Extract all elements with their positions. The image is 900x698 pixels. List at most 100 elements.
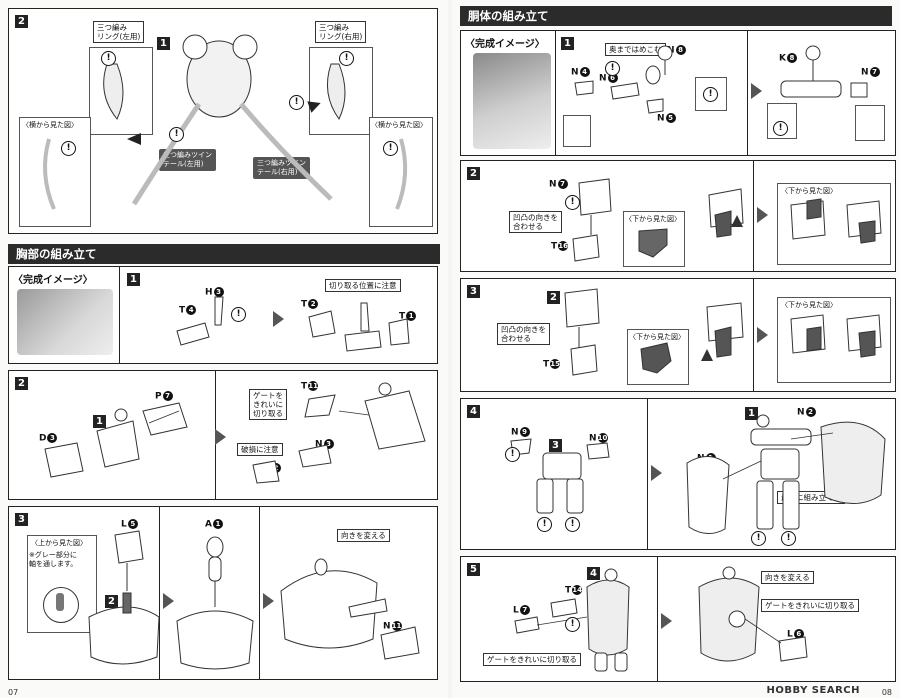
caution-icon: ! [605, 61, 620, 76]
torso-step3-number: 3 [467, 285, 480, 298]
torso-step1-illustration [574, 45, 868, 114]
step-number: 2 [15, 15, 28, 28]
ring-left-label: 三つ編みリング(左用) [93, 21, 145, 43]
top-view-label: 〈上から見た図〉 [31, 539, 87, 547]
torso-step3-illustration [564, 288, 882, 376]
hair-step-frame: 2 1 三つ編みリング(左用) 三つ編みリング(右用) 〈横から見た図〉 〈横か… [8, 8, 438, 234]
arrow-right-icon [273, 311, 284, 327]
complete-image-photo [17, 289, 113, 355]
caution-icon: ! [383, 141, 398, 156]
substep-number: 1 [157, 37, 170, 50]
ring-right-label: 三つ編みリング(右用) [315, 21, 367, 43]
detail-box [563, 115, 591, 147]
hair-illustration [43, 34, 408, 210]
detail-box [695, 77, 727, 111]
torso-step5-number: 5 [467, 563, 480, 576]
arrow-right-icon [163, 593, 174, 609]
caution-icon: ! [101, 51, 116, 66]
torso-step1-number: 1 [561, 37, 574, 50]
twintail-left-label: 三つ編みツインテール(左用) [159, 149, 216, 171]
chest-step2-frame: 2 1 D3 P7 ゲートをきれいに切り取る 破損に注意 T11 N3 K2 [8, 370, 438, 500]
bottom-view-label-2: 〈下から見た図〉 [781, 187, 837, 195]
caution-icon: ! [169, 127, 184, 142]
arrow-right-icon [651, 465, 662, 481]
substep-number: 1 [93, 415, 106, 428]
torso-section-header: 胴体の組み立て [460, 6, 892, 26]
caution-icon: ! [289, 95, 304, 110]
part-label: T14 [565, 585, 583, 596]
direction-change-note: 向きを変える [761, 571, 814, 584]
side-view-right-box [369, 117, 433, 227]
side-view-left-box [19, 117, 91, 227]
bottom-view-label-2: 〈下から見た図〉 [781, 301, 837, 309]
break-caution-note: 破損に注意 [237, 443, 283, 456]
gray-axis-note: ※グレー部分に軸を通します。 [29, 551, 78, 568]
torso-step1-frame: 〈完成イメージ〉 1 奥まではめこむ N8 N4 N6 N5 K8 N7 [460, 30, 896, 156]
substep-number: 3 [549, 439, 562, 452]
arrow-right-icon [751, 83, 762, 99]
part-label: T11 [301, 381, 319, 392]
torso-step4-illustration [510, 414, 886, 534]
gray-axis-part [56, 593, 64, 611]
caution-icon: ! [565, 617, 580, 632]
caution-icon: ! [565, 195, 580, 210]
gate-cut-note-2: ゲートをきれいに切り取る [761, 599, 859, 612]
torso-step5-illustration [514, 566, 808, 672]
side-view-right-label: 〈横から見た図〉 [371, 121, 427, 129]
align-note: 凹凸の向きを合わせる [497, 323, 550, 345]
page-number-right: 08 [881, 688, 892, 697]
torso-step4-frame: 4 N9 N10 3 1 N2 N1 最後に組み立てる [460, 398, 896, 550]
part-label: T15 [543, 359, 561, 370]
part-label: T16 [551, 241, 569, 252]
caution-icon: ! [61, 141, 76, 156]
complete-image-label: 〈完成イメージ〉 [13, 275, 93, 286]
gate-cut-note: ゲートをきれいに切り取る [483, 653, 581, 666]
caution-icon: ! [505, 447, 520, 462]
watermark-logo: HOBBY SEARCH [766, 685, 860, 696]
chest-step3-number: 3 [15, 513, 28, 526]
substep-number: 2 [105, 595, 118, 608]
caution-icon: ! [751, 531, 766, 546]
left-page: 2 1 三つ編みリング(左用) 三つ編みリング(右用) 〈横から見た図〉 〈横か… [0, 0, 448, 698]
caution-icon: ! [231, 307, 246, 322]
chest-step2-illustration [44, 382, 426, 484]
right-page: 胴体の組み立て 〈完成イメージ〉 1 奥まではめこむ N8 N4 N6 N5 K… [452, 0, 900, 698]
arrow-right-icon [263, 593, 274, 609]
caution-icon: ! [703, 87, 718, 102]
bottom-view-label: 〈下から見た図〉 [625, 215, 681, 223]
chest-step2-number: 2 [15, 377, 28, 390]
chest-step1-illustration [176, 296, 410, 352]
chest-step1-number: 1 [127, 273, 140, 286]
substep-number: 4 [587, 567, 600, 580]
torso-step2-number: 2 [467, 167, 480, 180]
direction-change-note: 向きを変える [337, 529, 390, 542]
side-view-left-label: 〈横から見た図〉 [22, 121, 78, 129]
gate-cut-note: ゲートをきれいに切り取る [249, 389, 287, 420]
torso-step3-frame: 3 2 凹凸の向きを合わせる T15 〈下から見た図〉 〈下から見た図〉 [460, 278, 896, 392]
caution-icon: ! [773, 121, 788, 136]
detail-box [855, 105, 885, 141]
caution-icon: ! [781, 531, 796, 546]
